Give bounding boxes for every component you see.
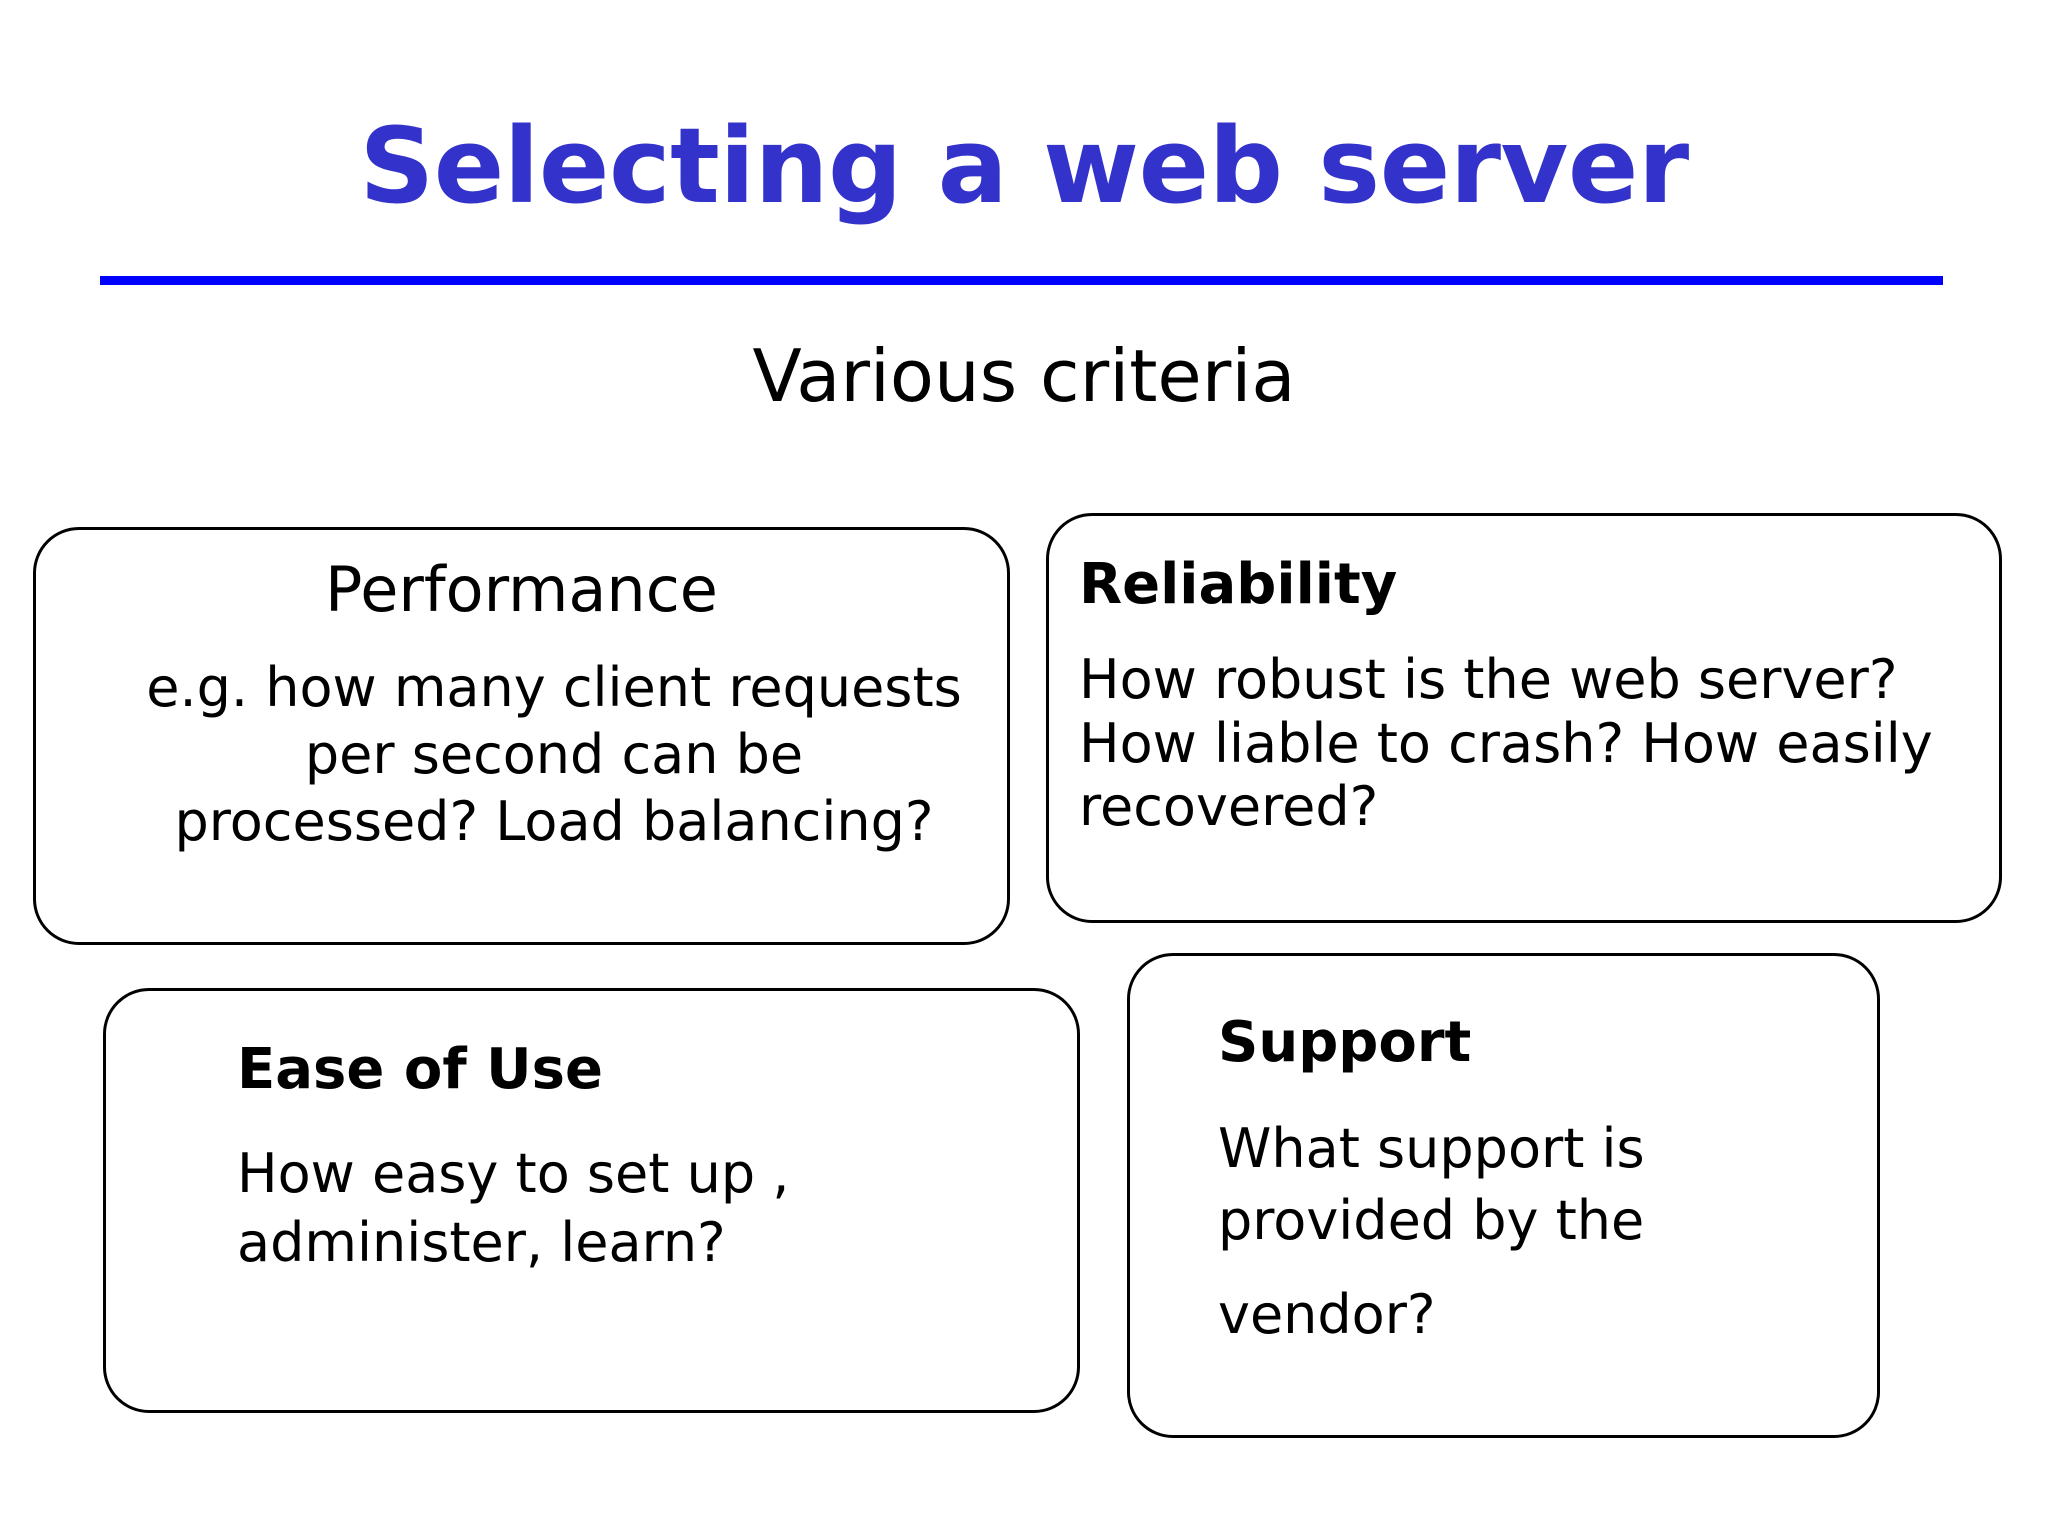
body-line: provided by the [1218, 1188, 1645, 1252]
body-line: per second can be [304, 722, 804, 786]
criteria-card-body: What support is provided by the vendor? [1218, 1113, 1818, 1350]
body-line: What support is [1218, 1117, 1645, 1180]
body-line: How robust is the web server? [1079, 648, 1898, 711]
criteria-card-title: Performance [325, 553, 718, 626]
body-line: How liable to crash? How easily [1079, 711, 1933, 775]
criteria-card-body: e.g. how many client requests per second… [92, 655, 1016, 856]
criteria-card-ease-of-use: Ease of Use How easy to set up , adminis… [103, 988, 1080, 1413]
body-line: vendor? [1218, 1282, 1436, 1346]
criteria-card-title: Support [1218, 1010, 1472, 1075]
criteria-card-reliability: Reliability How robust is the web server… [1046, 513, 2002, 923]
criteria-card-body: How robust is the web server? How liable… [1079, 648, 1959, 839]
criteria-card-title: Reliability [1079, 552, 1398, 617]
page-title: Selecting a web server [359, 105, 1689, 227]
body-line: How easy to set up , [237, 1142, 790, 1205]
criteria-card-body: How easy to set up , administer, learn? [237, 1139, 997, 1277]
criteria-card-performance: Performance e.g. how many client request… [33, 527, 1010, 945]
body-line: processed? Load balancing? [174, 789, 934, 853]
body-line: e.g. how many client requests [146, 656, 962, 719]
title-underline-rule [100, 276, 1943, 285]
body-line: administer, learn? [237, 1211, 726, 1275]
slide-subtitle: Various criteria [752, 334, 1296, 418]
criteria-card-title: Ease of Use [237, 1037, 603, 1102]
body-line: recovered? [1079, 775, 1379, 839]
criteria-card-support: Support What support is provided by the … [1127, 953, 1880, 1438]
